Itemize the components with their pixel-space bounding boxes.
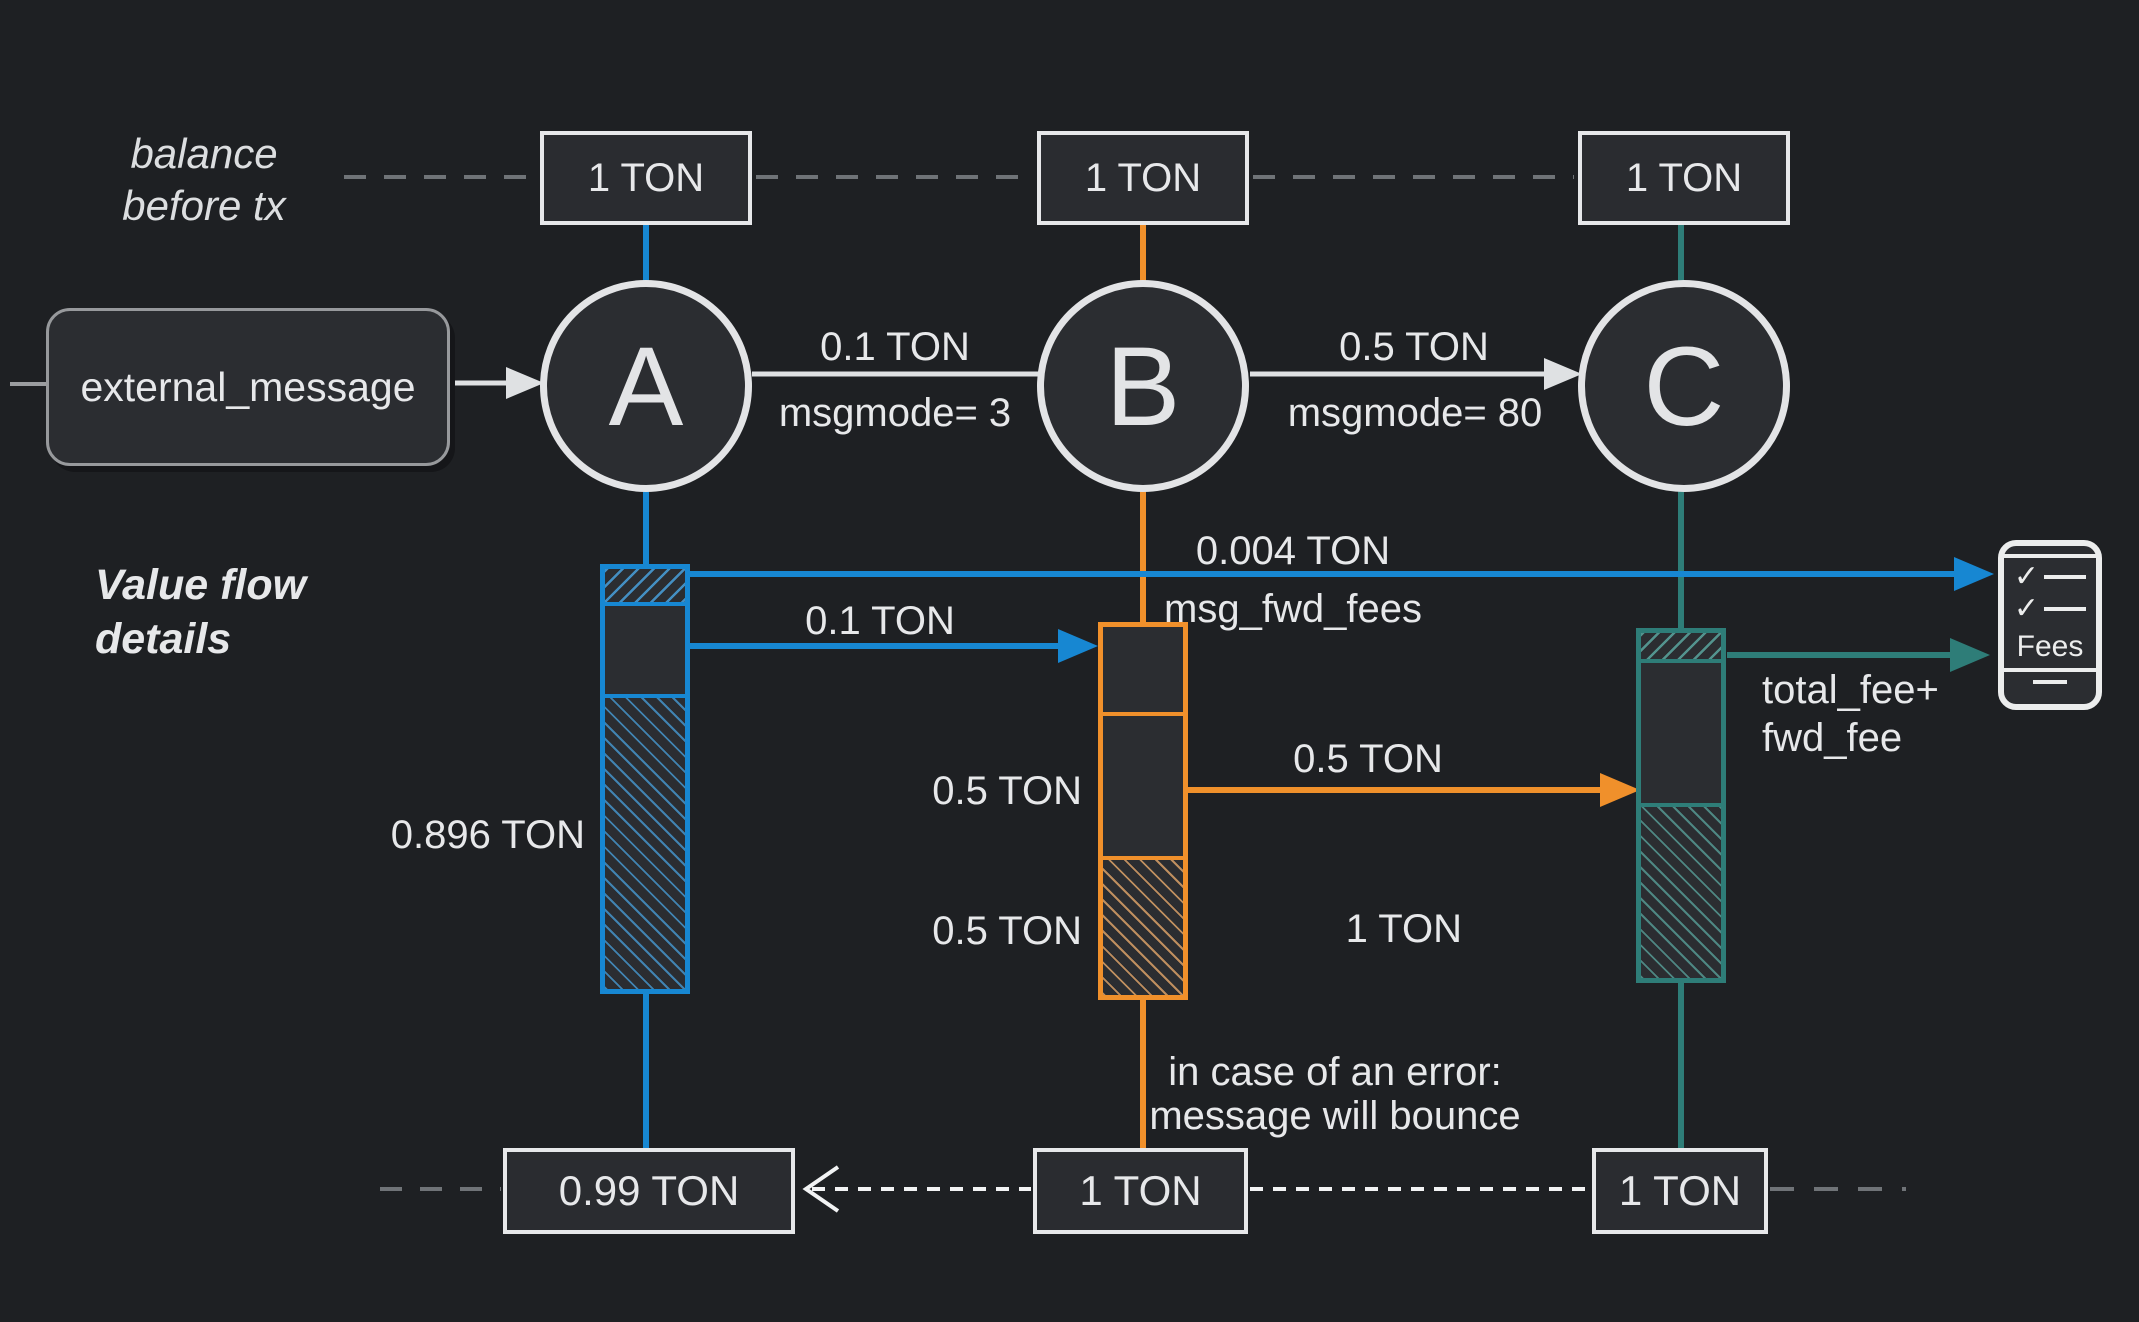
contract-b-letter: B [1105, 323, 1181, 449]
value-b-to-c-amount-label: 0.5 TON [1293, 737, 1443, 781]
bar-c-fee-segment [1641, 633, 1721, 659]
contract-circle-a: A [540, 280, 752, 492]
error-note-line2: message will bounce [1149, 1094, 1521, 1138]
balance-after-box-a: 0.99 TON [503, 1148, 795, 1234]
balance-before-box-b: 1 TON [1037, 131, 1249, 225]
error-note: in case of an error: message will bounce [1110, 1050, 1560, 1138]
balance-label-line2: before tx [122, 182, 286, 229]
balance-after-a: 0.99 TON [558, 1167, 740, 1214]
fwd-fee-amount-label: 0.004 TON [1195, 529, 1391, 573]
bar-b-sent-segment [1103, 716, 1183, 856]
b-transfer-amount-label: 0.5 TON [932, 769, 1082, 813]
checklist-line [2044, 575, 2087, 579]
c-fee-label-line2: fwd_fee [1762, 716, 1903, 760]
message-a-to-b-amount: 0.1 TON [820, 325, 970, 369]
contract-c-letter: C [1643, 323, 1725, 449]
balance-before-b: 1 TON [1084, 155, 1202, 200]
error-note-line1: in case of an error: [1168, 1050, 1502, 1094]
bar-c-received-segment [1641, 663, 1721, 803]
bar-a-fee-segment [605, 569, 685, 602]
bar-a-remaining-segment [605, 698, 685, 989]
balance-after-c: 1 TON [1618, 1167, 1742, 1214]
bar-segment-divider [1641, 803, 1721, 807]
balance-before-box-c: 1 TON [1578, 131, 1790, 225]
value-flow-label: Value flow details [95, 558, 306, 666]
phone-topline [2004, 554, 2096, 558]
balance-after-b: 1 TON [1079, 1167, 1202, 1214]
checklist-line [2044, 607, 2087, 611]
message-a-to-b-mode: msgmode= 3 [778, 391, 1012, 435]
bounce-arrowhead [802, 1165, 840, 1213]
balance-before-box-a: 1 TON [540, 131, 752, 225]
contract-a-letter: A [608, 323, 684, 449]
fwd-fee-name-label: msg_fwd_fees [1164, 587, 1422, 631]
phone-home-dash [2033, 680, 2067, 684]
checkmark-icon: ✓ [2013, 592, 2040, 625]
bar-b-received-segment [1103, 627, 1183, 712]
contract-circle-b: B [1037, 280, 1249, 492]
checkmark-icon: ✓ [2013, 560, 2040, 593]
total-fee-arrowhead [1950, 638, 1990, 672]
value-bar-c [1636, 628, 1726, 983]
balance-label-line1: balance [130, 130, 278, 177]
balance-after-box-c: 1 TON [1592, 1148, 1768, 1234]
value-a-to-b-arrowhead [1058, 629, 1098, 663]
message-b-to-c-arrowhead [1544, 358, 1582, 390]
phone-separator [2004, 668, 2096, 672]
message-b-to-c-mode: msgmode= 80 [1287, 391, 1543, 435]
c-received-amount-label: 1 TON [1345, 907, 1462, 951]
b-bounce-amount-label: 0.5 TON [932, 909, 1082, 953]
message-b-to-c-amount: 0.5 TON [1339, 325, 1489, 369]
bar-segment-divider [605, 602, 685, 606]
value-flow-line1: Value flow [95, 561, 307, 609]
value-a-to-b-amount-label: 0.1 TON [805, 599, 955, 643]
balance-after-box-b: 1 TON [1033, 1148, 1248, 1234]
contract-circle-c: C [1578, 280, 1790, 492]
bar-segment-divider [1641, 659, 1721, 663]
bar-segment-divider [605, 694, 685, 698]
value-b-to-c-arrowhead [1600, 773, 1640, 807]
value-bar-a [600, 564, 690, 994]
value-flow-line2: details [95, 615, 232, 663]
balance-before-a: 1 TON [587, 155, 705, 200]
fees-phone-icon: ✓ ✓ Fees [1998, 540, 2102, 710]
checklist-row: ✓ [2013, 592, 2087, 625]
checklist-row: ✓ [2013, 560, 2087, 593]
a-remaining-amount-label: 0.896 TON [390, 813, 585, 857]
external-message-label: external_message [80, 363, 416, 410]
c-fee-label-line1: total_fee+ [1762, 668, 1939, 712]
bar-segment-divider [1103, 856, 1183, 860]
bar-c-remaining-segment [1641, 807, 1721, 978]
fees-widget-title: Fees [2016, 630, 2084, 663]
external-message-arrowhead [506, 367, 544, 399]
value-bar-b [1098, 622, 1188, 1000]
c-fee-label: total_fee+ fwd_fee [1762, 666, 1939, 762]
bar-segment-divider [1103, 712, 1183, 716]
balance-before-tx-label: balance before tx [88, 128, 320, 232]
bar-a-sent-segment [605, 606, 685, 694]
external-message-box: external_message [46, 308, 450, 466]
bar-b-bounce-segment [1103, 860, 1183, 995]
fwd-fee-arrowhead [1954, 557, 1994, 591]
balance-before-c: 1 TON [1625, 155, 1743, 200]
